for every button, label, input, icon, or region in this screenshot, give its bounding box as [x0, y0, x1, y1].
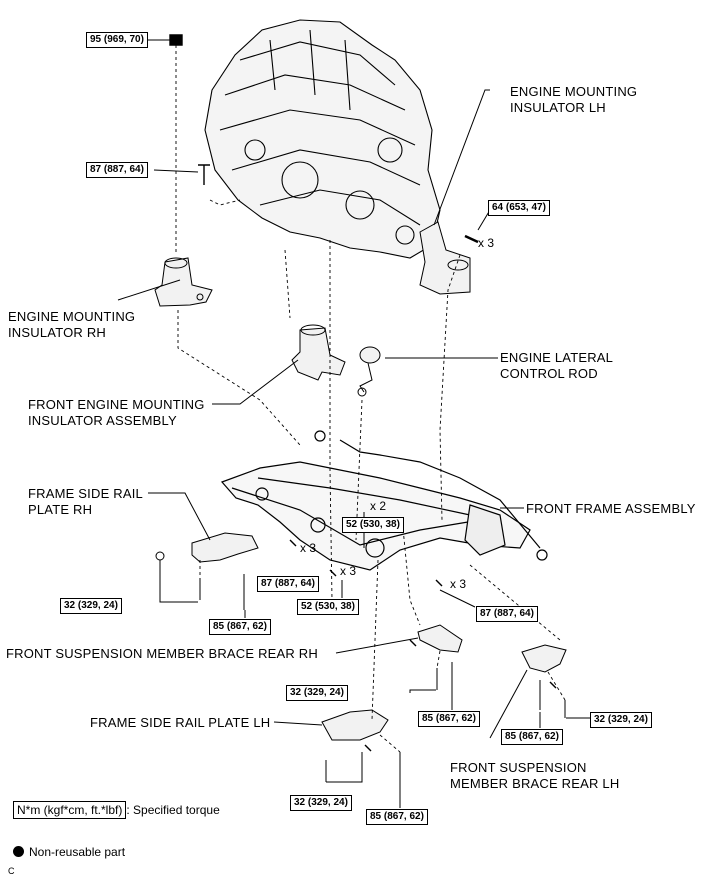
torque-box: 87 (887, 64): [476, 606, 538, 622]
torque-box: 32 (329, 24): [60, 598, 122, 614]
front-frame-illustration: [220, 430, 548, 571]
engine-mount-rh-illustration: [154, 257, 213, 307]
legend-nonreusable-text: Non-reusable part: [29, 845, 126, 859]
torque-box: 95 (969, 70): [86, 32, 148, 48]
torque-box: 85 (867, 62): [418, 711, 480, 727]
lateral-control-rod-illustration: [357, 346, 381, 397]
label-engine-mounting-insulator-lh: ENGINE MOUNTING INSULATOR LH: [510, 84, 638, 115]
torque-box: 85 (867, 62): [501, 729, 563, 745]
torque-box: 64 (653, 47): [488, 200, 550, 216]
corner-code: C: [8, 866, 15, 876]
torque-box: 85 (867, 62): [366, 809, 428, 825]
brace-rear-lh-illustration: [521, 644, 567, 718]
label-frame-side-rail-plate-lh: FRAME SIDE RAIL PLATE LH: [90, 715, 271, 730]
legend-torque-desc: : Specified torque: [126, 803, 220, 817]
torque-box: 52 (530, 38): [297, 599, 359, 615]
label-front-suspension-member-brace-rear-rh: FRONT SUSPENSION MEMBER BRACE REAR RH: [6, 646, 318, 661]
front-engine-mount-illustration: [291, 324, 346, 381]
torque-box: 87 (887, 64): [86, 162, 148, 178]
legend-torque-unit: N*m (kgf*cm, ft.*lbf): [13, 801, 127, 819]
frame-side-rail-plate-rh-illustration: [155, 532, 259, 610]
quantity-marker: x 3: [340, 564, 357, 578]
label-front-engine-mounting-insulator-assembly: FRONT ENGINE MOUNTING INSULATOR ASSEMBLY: [28, 397, 205, 428]
engine-mount-lh-illustration: [419, 221, 479, 295]
torque-box: 32 (329, 24): [590, 712, 652, 728]
torque-box: 52 (530, 38): [342, 517, 404, 533]
torque-box: 32 (329, 24): [290, 795, 352, 811]
legend-torque: N*m (kgf*cm, ft.*lbf): Specified torque: [13, 801, 220, 819]
legend-nonreusable: Non-reusable part: [13, 845, 125, 859]
frame-side-rail-plate-lh-illustration: [321, 709, 401, 790]
brace-rear-rh-illustration: [417, 624, 463, 700]
nonreusable-dot-icon: [13, 846, 24, 857]
label-engine-lateral-control-rod: ENGINE LATERAL CONTROL ROD: [500, 350, 614, 381]
label-front-frame-assembly: FRONT FRAME ASSEMBLY: [526, 501, 696, 516]
torque-box: 87 (887, 64): [257, 576, 319, 592]
label-engine-mounting-insulator-rh: ENGINE MOUNTING INSULATOR RH: [8, 309, 136, 340]
quantity-marker: x 2: [370, 499, 387, 513]
quantity-marker: x 3: [450, 577, 467, 591]
torque-box: 32 (329, 24): [286, 685, 348, 701]
engine-illustration: [204, 19, 441, 259]
label-frame-side-rail-plate-rh: FRAME SIDE RAIL PLATE RH: [28, 486, 143, 517]
label-front-suspension-member-brace-rear-lh: FRONT SUSPENSION MEMBER BRACE REAR LH: [450, 760, 620, 791]
quantity-marker: x 3: [300, 541, 317, 555]
torque-box: 85 (867, 62): [209, 619, 271, 635]
quantity-marker: x 3: [478, 236, 495, 250]
